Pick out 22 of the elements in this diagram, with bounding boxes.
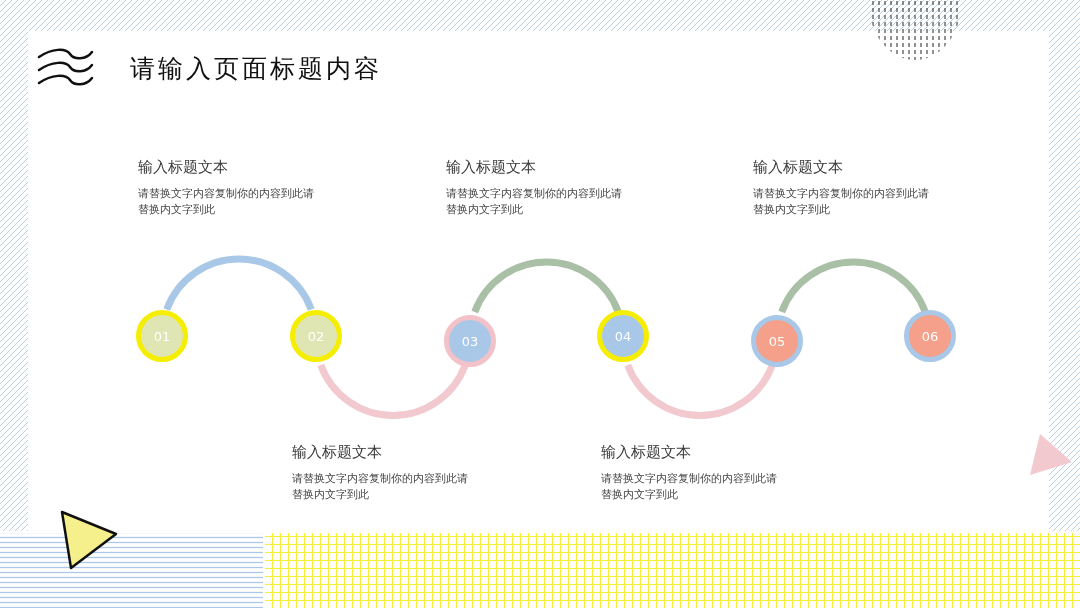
step-circle: 06 (904, 310, 956, 362)
block-heading: 输入标题文本 (138, 158, 228, 177)
block-heading: 输入标题文本 (601, 443, 691, 462)
block-text: 请替换文字内容复制你的内容到此请替换内文字到此 (446, 186, 622, 217)
arc-connector (778, 258, 929, 314)
page-title: 请输入页面标题内容 (130, 53, 382, 85)
step-circle: 03 (444, 315, 496, 367)
block-text: 请替换文字内容复制你的内容到此请替换内文字到此 (753, 186, 929, 217)
arc-connector (163, 255, 315, 311)
arc-connector (624, 363, 776, 419)
step-circle: 05 (751, 315, 803, 367)
block-heading: 输入标题文本 (292, 443, 382, 462)
block-text: 请替换文字内容复制你的内容到此请替换内文字到此 (292, 471, 468, 502)
block-heading: 输入标题文本 (446, 158, 536, 177)
arc-connector (471, 258, 622, 314)
step-circle: 01 (136, 310, 188, 362)
block-heading: 输入标题文本 (753, 158, 843, 177)
block-text: 请替换文字内容复制你的内容到此请替换内文字到此 (138, 186, 314, 217)
block-text: 请替换文字内容复制你的内容到此请替换内文字到此 (601, 471, 777, 502)
step-circle: 02 (290, 310, 342, 362)
arc-connector (317, 363, 469, 419)
step-circle: 04 (597, 310, 649, 362)
